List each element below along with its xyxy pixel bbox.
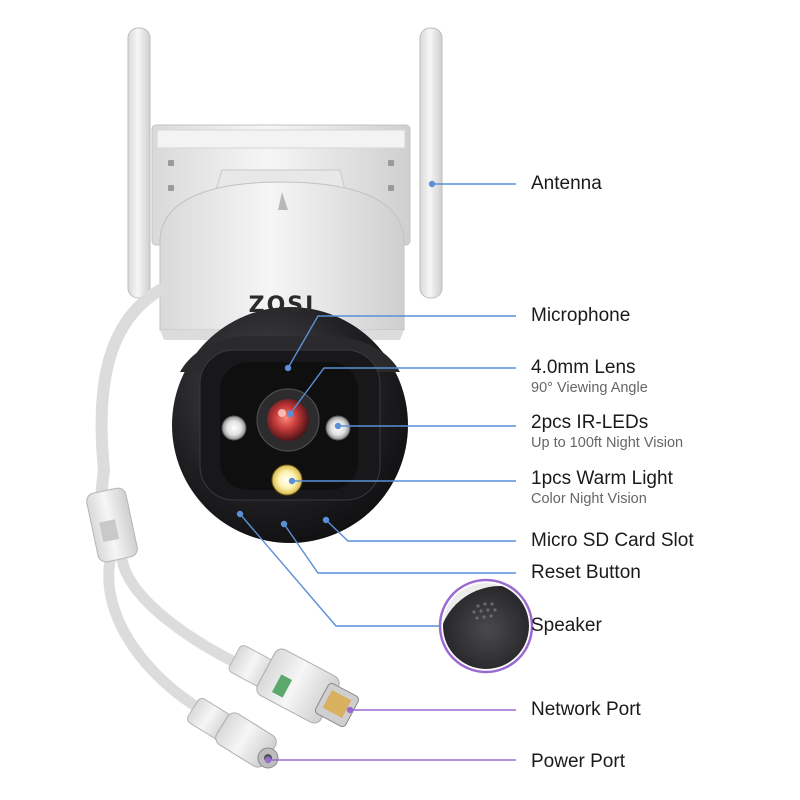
antenna-right bbox=[419, 27, 443, 299]
callout-warm-light-label: 1pcs Warm Light bbox=[531, 468, 673, 489]
callout-microphone: Microphone bbox=[531, 305, 630, 327]
leader-microphone bbox=[284, 315, 516, 372]
leader-speaker bbox=[236, 510, 440, 627]
callout-power-label: Power Port bbox=[531, 751, 625, 772]
leader-reset bbox=[280, 520, 516, 574]
callout-reset-label: Reset Button bbox=[531, 562, 641, 583]
callout-power: Power Port bbox=[531, 751, 625, 773]
callout-network-label: Network Port bbox=[531, 699, 641, 720]
callout-speaker-label: Speaker bbox=[531, 615, 602, 636]
callout-ir-leds-label: 2pcs IR-LEDs bbox=[531, 412, 649, 433]
callout-warm-light-sub: Color Night Vision bbox=[531, 491, 647, 507]
ir-led-left bbox=[221, 415, 247, 441]
callout-lens-label: 4.0mm Lens bbox=[531, 357, 636, 378]
leader-power bbox=[264, 756, 516, 764]
leader-sd-slot bbox=[322, 516, 516, 542]
callout-ir-leds: 2pcs IR-LEDs Up to 100ft Night Vision bbox=[531, 412, 683, 452]
speaker-inset bbox=[438, 578, 534, 674]
callout-ir-leds-sub: Up to 100ft Night Vision bbox=[531, 435, 684, 451]
leader-antenna bbox=[428, 180, 516, 188]
callout-reset: Reset Button bbox=[531, 562, 641, 584]
callout-sd-slot-label: Micro SD Card Slot bbox=[531, 530, 694, 551]
leader-ir-leds bbox=[334, 422, 516, 430]
callout-network: Network Port bbox=[531, 699, 641, 721]
callout-lens: 4.0mm Lens 90° Viewing Angle bbox=[531, 357, 648, 397]
leader-warm-light bbox=[288, 477, 516, 485]
brand-logo: ZOSI bbox=[249, 293, 316, 318]
antenna-left bbox=[127, 27, 151, 299]
callout-lens-sub: 90° Viewing Angle bbox=[531, 380, 648, 396]
cable-splitter bbox=[86, 487, 138, 563]
power-connector bbox=[187, 697, 279, 769]
callout-warm-light: 1pcs Warm Light Color Night Vision bbox=[531, 468, 673, 508]
callout-antenna: Antenna bbox=[531, 173, 602, 195]
callout-sd-slot: Micro SD Card Slot bbox=[531, 530, 694, 552]
warm-light-led bbox=[271, 464, 303, 496]
callout-antenna-label: Antenna bbox=[531, 173, 602, 194]
leader-lens bbox=[286, 367, 516, 418]
leader-network bbox=[346, 706, 516, 714]
lens bbox=[256, 388, 320, 452]
leader-lines bbox=[236, 180, 516, 764]
callout-speaker: Speaker bbox=[531, 615, 602, 637]
network-connector bbox=[228, 645, 360, 728]
callout-microphone-label: Microphone bbox=[531, 305, 631, 326]
